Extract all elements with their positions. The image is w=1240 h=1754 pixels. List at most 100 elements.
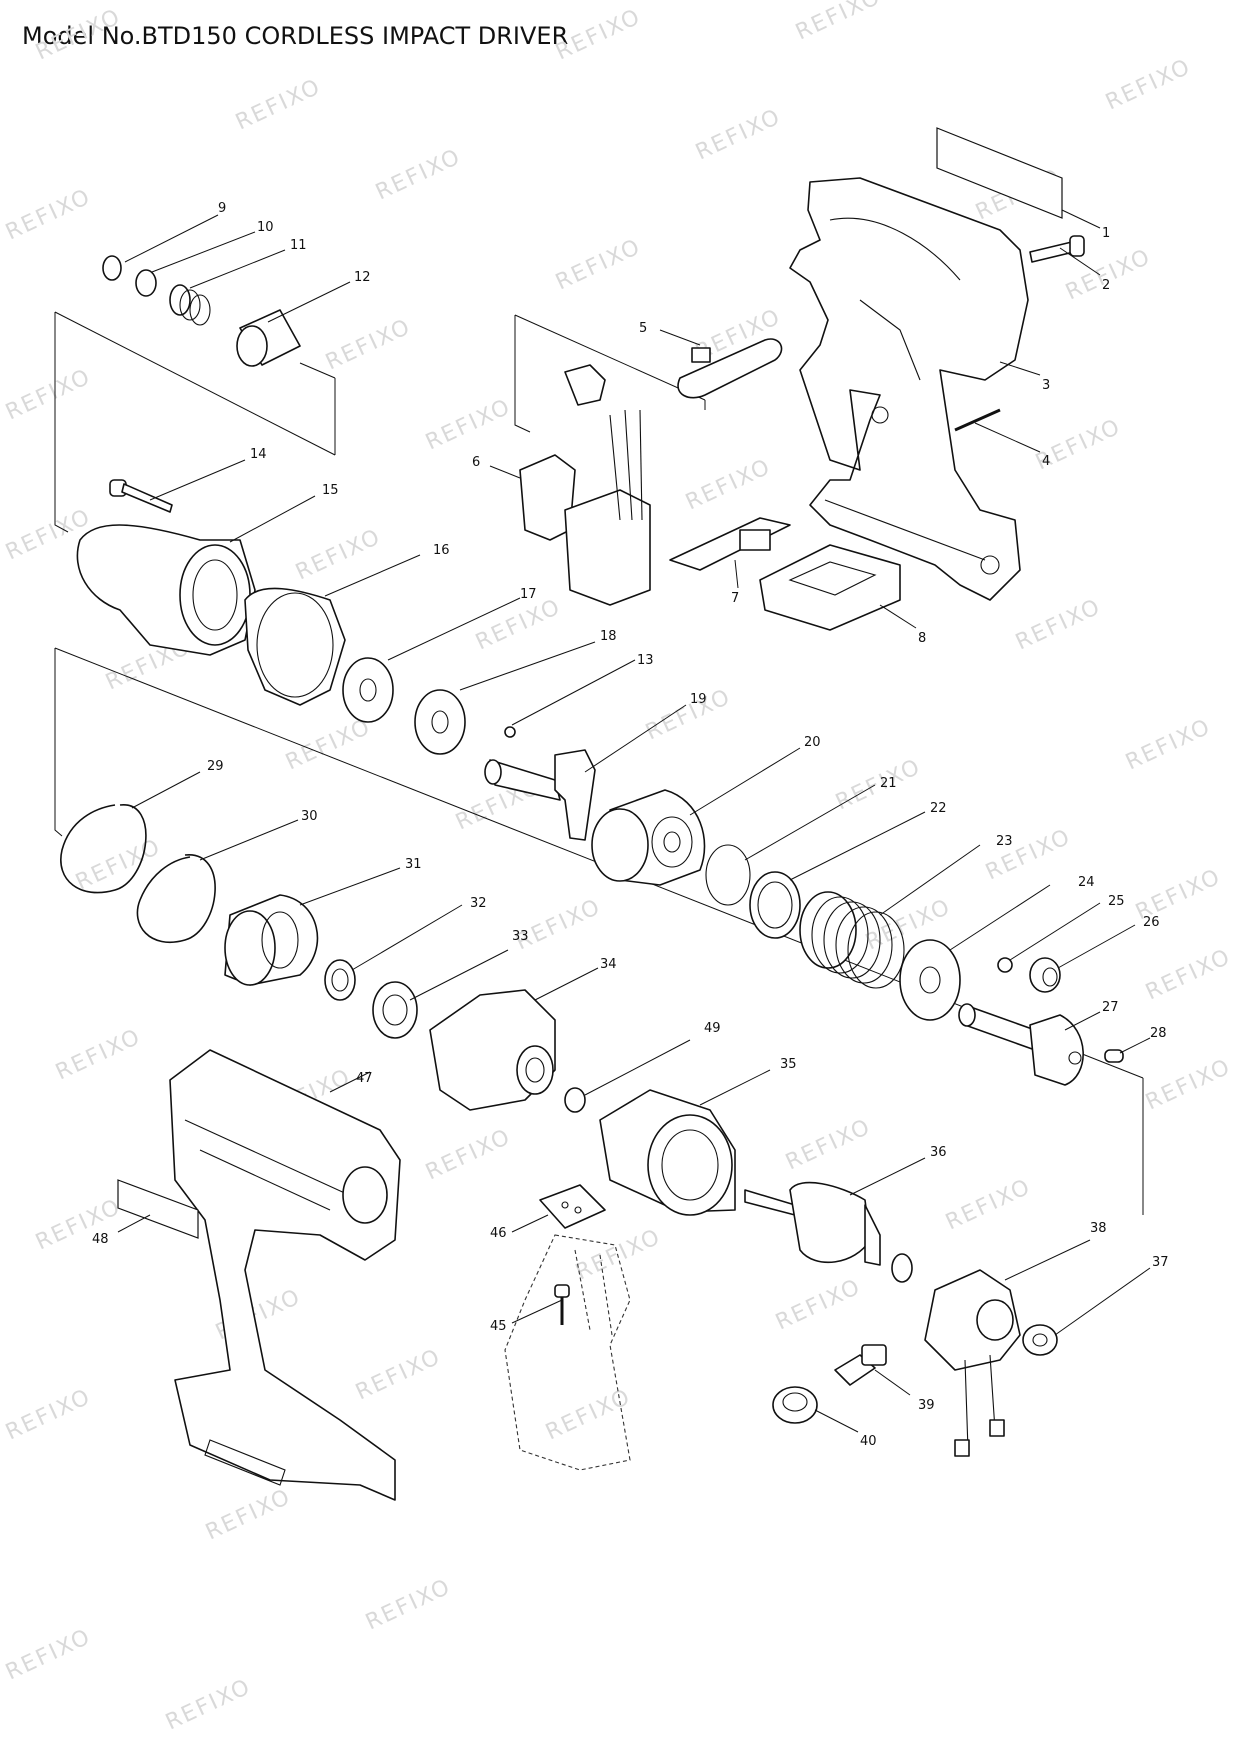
part-40-brush-cap — [772, 1386, 818, 1424]
callout-17: 17 — [520, 587, 537, 602]
watermark-text: REFIXO — [422, 394, 515, 455]
watermark-text: REFIXO — [352, 1344, 445, 1405]
watermark-text: REFIXO — [772, 1274, 865, 1335]
part-48-label — [117, 1179, 199, 1239]
part-31-internal-gear — [224, 894, 319, 986]
callout-31: 31 — [405, 857, 422, 872]
part-13-ball — [504, 726, 516, 738]
callout-4: 4 — [1042, 454, 1050, 469]
callout-49: 49 — [704, 1021, 721, 1036]
callout-47: 47 — [356, 1071, 373, 1086]
watermark-text: REFIXO — [2, 1624, 95, 1685]
callout-18: 18 — [600, 629, 617, 644]
part-32-washer — [324, 959, 356, 1001]
watermark-text: REFIXO — [642, 684, 735, 745]
watermark-text: REFIXO — [1102, 54, 1195, 115]
part-25-ball — [997, 957, 1013, 973]
callout-11: 11 — [290, 238, 307, 253]
callout-37: 37 — [1152, 1255, 1169, 1270]
part-1-label — [936, 127, 1063, 219]
callout-13: 13 — [637, 653, 654, 668]
part-49-o-ring — [564, 1087, 586, 1113]
watermark-text: REFIXO — [282, 714, 375, 775]
watermark-text: REFIXO — [792, 0, 885, 45]
callout-40: 40 — [860, 1434, 877, 1449]
callout-10: 10 — [257, 220, 274, 235]
leader-lines — [117, 209, 1151, 1433]
callout-9: 9 — [218, 201, 226, 216]
part-28-pin — [1104, 1049, 1124, 1063]
part-7-slider — [669, 517, 791, 571]
part-38-brush-holder — [924, 1269, 1021, 1457]
part-39-carbon-brush — [834, 1344, 887, 1386]
part-12-sleeve — [236, 309, 301, 367]
part-24-washer — [899, 939, 961, 1021]
part-17-washer — [342, 657, 394, 723]
callout-14: 14 — [250, 447, 267, 462]
part-19-anvil — [484, 749, 596, 841]
callout-29: 29 — [207, 759, 224, 774]
watermark-text: REFIXO — [202, 1484, 295, 1545]
part-46-plate — [539, 1184, 606, 1229]
watermark-text: REFIXO — [32, 4, 125, 65]
part-2-screw — [1029, 235, 1085, 263]
callout-30: 30 — [301, 809, 318, 824]
callout-36: 36 — [930, 1145, 947, 1160]
watermark-text: REFIXO — [692, 104, 785, 165]
watermark-text: REFIXO — [2, 184, 95, 245]
part-30-ring — [136, 854, 216, 943]
part-3-housing — [789, 177, 1029, 601]
callout-24: 24 — [1078, 875, 1095, 890]
callout-3: 3 — [1042, 378, 1050, 393]
callout-34: 34 — [600, 957, 617, 972]
callout-35: 35 — [780, 1057, 797, 1072]
callout-1: 1 — [1102, 226, 1110, 241]
part-36-armature — [744, 1181, 913, 1283]
part-35-stator — [599, 1089, 736, 1216]
watermark-text: REFIXO — [1142, 1054, 1235, 1115]
part-11-spring — [169, 284, 211, 326]
part-47-housing — [169, 1049, 401, 1501]
part-22-washer — [749, 871, 801, 939]
part-37-bearing — [1022, 1324, 1058, 1356]
part-23-spring — [799, 891, 905, 989]
watermark-text: REFIXO — [682, 454, 775, 515]
callout-19: 19 — [690, 692, 707, 707]
watermark-text: REFIXO — [372, 144, 465, 205]
part-15-hammer-case — [76, 524, 256, 656]
part-14-screw — [109, 479, 173, 513]
part-34-gear-housing — [429, 989, 556, 1111]
callout-7: 7 — [731, 591, 739, 606]
callout-28: 28 — [1150, 1026, 1167, 1041]
callout-46: 46 — [490, 1226, 507, 1241]
watermark-text: REFIXO — [362, 1574, 455, 1635]
part-4-pin — [954, 408, 1001, 432]
callout-6: 6 — [472, 455, 480, 470]
callout-5: 5 — [639, 321, 647, 336]
callout-12: 12 — [354, 270, 371, 285]
part-6-switch — [519, 364, 651, 606]
callout-26: 26 — [1143, 915, 1160, 930]
part-21-ring — [705, 844, 751, 906]
callout-8: 8 — [918, 631, 926, 646]
callout-48: 48 — [92, 1232, 109, 1247]
watermark-text: REFIXO — [512, 894, 605, 955]
callout-numbers: 1234567891011121314151617181920212223242… — [92, 201, 1169, 1449]
callout-27: 27 — [1102, 1000, 1119, 1015]
part-10-ring — [135, 269, 157, 297]
part-9-retaining-ring — [102, 255, 122, 281]
watermark-text: REFIXO — [162, 1674, 255, 1735]
callout-38: 38 — [1090, 1221, 1107, 1236]
callout-45: 45 — [490, 1319, 507, 1334]
watermark-text: REFIXO — [52, 1024, 145, 1085]
part-16-gasket — [244, 587, 346, 706]
part-8-frame — [759, 544, 901, 631]
watermark-text: REFIXO — [322, 314, 415, 375]
watermark-text: REFIXO — [72, 834, 165, 895]
part-45-screw — [554, 1284, 570, 1325]
page-title: Model No.BTD150 CORDLESS IMPACT DRIVER — [22, 22, 569, 50]
callout-25: 25 — [1108, 894, 1125, 909]
part-18-washer — [414, 689, 466, 755]
watermark-text: REFIXO — [32, 1194, 125, 1255]
